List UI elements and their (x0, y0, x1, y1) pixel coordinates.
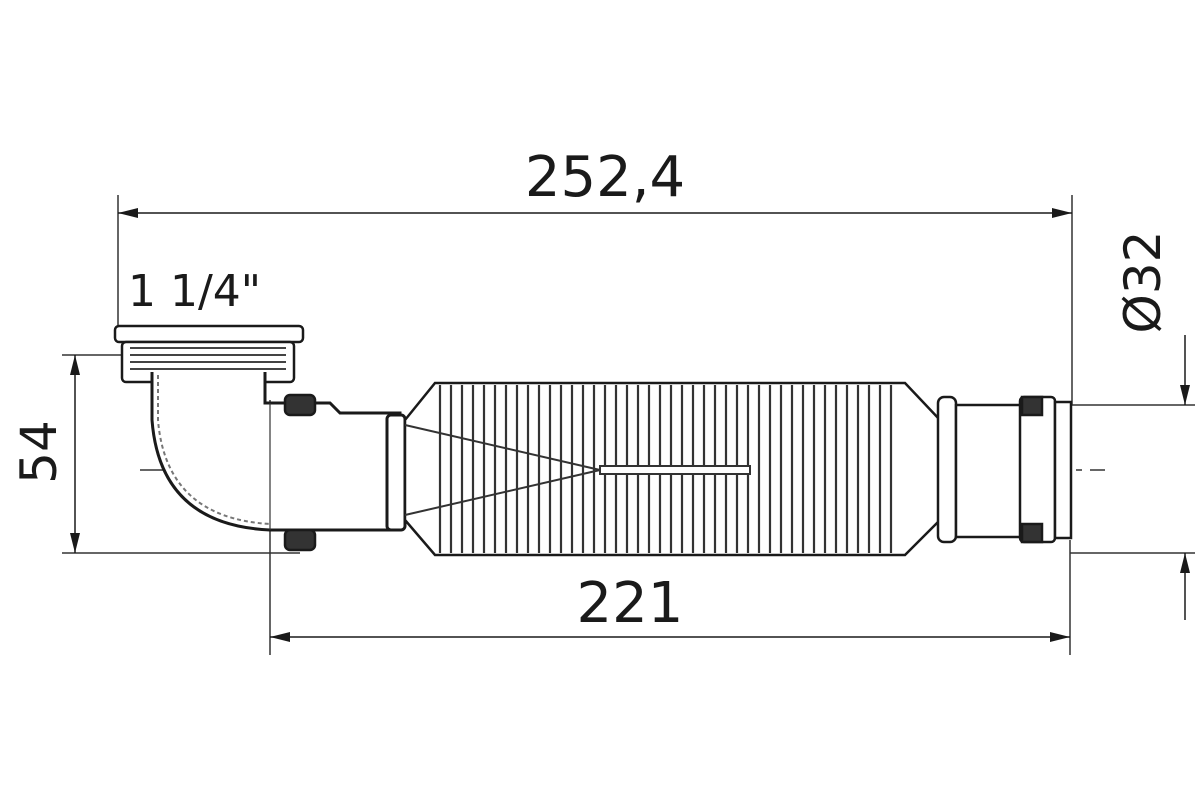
pipe-length-label: 221 (577, 571, 684, 636)
outlet-end (1053, 400, 1073, 540)
transition-ring (385, 413, 407, 532)
outlet-diameter-label: Ø32 (1114, 231, 1172, 334)
elbow-pipe (150, 372, 402, 532)
outlet-pipe (954, 403, 1023, 539)
inner-tube (599, 465, 751, 475)
height-label: 54 (10, 420, 68, 484)
nut-threads (130, 347, 286, 370)
outlet-seal-top (1020, 395, 1044, 417)
outlet-collar (936, 395, 958, 544)
thread-size-label: 1 1/4" (128, 266, 261, 317)
overall-length-label: 252,4 (525, 145, 685, 210)
outlet-socket (1018, 395, 1057, 544)
siphon-body (113, 324, 1073, 557)
seal-ring-top (283, 393, 317, 417)
seal-ring-bottom (283, 528, 317, 552)
elbow-wall-hatch (157, 375, 271, 525)
threaded-nut (113, 324, 305, 344)
outlet-seal-bottom (1020, 522, 1044, 544)
